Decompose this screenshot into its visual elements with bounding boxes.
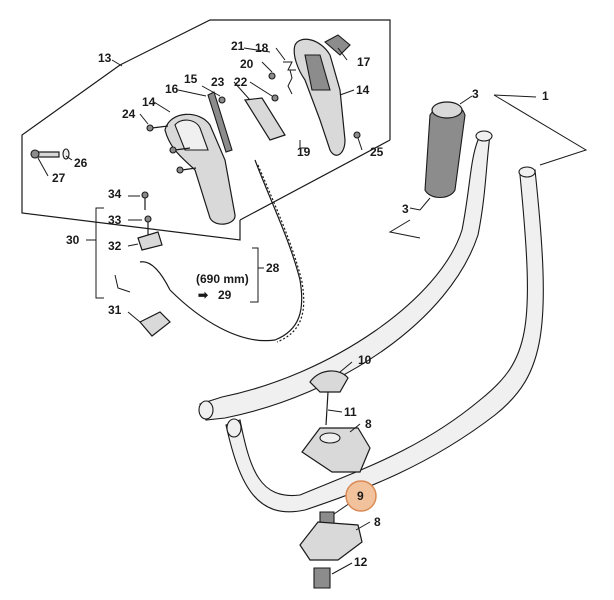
part-18-spring[interactable]	[287, 69, 293, 95]
part-15-pin[interactable]	[218, 96, 226, 104]
label-18[interactable]: 18	[255, 41, 269, 55]
label-15[interactable]: 15	[184, 72, 198, 86]
label-28[interactable]: 28	[266, 261, 280, 275]
label-30[interactable]: 30	[66, 233, 80, 247]
parts-31-34	[114, 191, 171, 337]
cable-end-wire	[114, 274, 131, 293]
label-11[interactable]: 11	[344, 405, 357, 419]
highlight-circle-part-9[interactable]	[345, 480, 377, 512]
control-handle-right-half[interactable]	[293, 38, 346, 156]
label-14-right[interactable]: 14	[356, 83, 370, 97]
part-number-labels: 13 1 3 3 21 18 20 15 23 22 16 14 24 17 1…	[52, 39, 549, 569]
label-8-upper[interactable]: 8	[365, 417, 372, 431]
part-8-clamp-lower[interactable]	[299, 521, 363, 561]
label-31[interactable]: 31	[108, 303, 122, 317]
leader-lines	[37, 47, 588, 575]
label-19[interactable]: 19	[297, 145, 311, 159]
label-10[interactable]: 10	[358, 353, 372, 367]
part-21-spring[interactable]	[283, 61, 296, 71]
part-20-pin[interactable]	[268, 72, 276, 80]
label-1[interactable]: 1	[542, 89, 549, 103]
part-8-clamp-upper[interactable]	[301, 427, 371, 473]
label-27[interactable]: 27	[52, 171, 66, 185]
part-12-spring[interactable]	[313, 567, 331, 589]
control-handle-left-half[interactable]	[164, 113, 236, 225]
label-33[interactable]: 33	[108, 213, 122, 227]
part-11-screw[interactable]	[325, 391, 329, 426]
throttle-cable[interactable]	[139, 159, 305, 343]
label-17[interactable]: 17	[357, 55, 371, 69]
clamp-lower-assembly	[299, 511, 363, 589]
label-24[interactable]: 24	[122, 107, 136, 121]
handle-tube[interactable]	[198, 130, 544, 513]
clamp-upper-assembly	[301, 370, 371, 473]
trigger-and-springs	[207, 34, 361, 153]
pin-27[interactable]	[30, 149, 60, 159]
part-23-trigger[interactable]	[243, 97, 286, 141]
part-16-lever[interactable]	[207, 91, 233, 153]
screws-24[interactable]	[146, 124, 197, 174]
part-31-clamp[interactable]	[139, 311, 171, 337]
bracket-30	[95, 207, 104, 299]
label-32[interactable]: 32	[108, 239, 122, 253]
part-25-screw[interactable]	[353, 131, 361, 139]
grip-sleeve[interactable]	[424, 101, 466, 199]
label-3-top[interactable]: 3	[472, 87, 479, 101]
label-14-left[interactable]: 14	[142, 95, 156, 109]
label-23[interactable]: 23	[211, 75, 225, 89]
cable-length-note: (690 mm)	[196, 272, 249, 286]
label-21[interactable]: 21	[231, 39, 245, 53]
label-16[interactable]: 16	[165, 82, 179, 96]
label-12[interactable]: 12	[354, 555, 368, 569]
label-26[interactable]: 26	[74, 156, 88, 170]
label-9[interactable]: 9	[357, 489, 364, 503]
arrow-icon: ➡	[198, 288, 209, 302]
part-10-star-knob[interactable]	[309, 370, 349, 393]
label-8-lower[interactable]: 8	[374, 515, 381, 529]
part-22-pin[interactable]	[271, 94, 279, 102]
label-29[interactable]: 29	[218, 288, 232, 302]
label-13[interactable]: 13	[98, 51, 112, 65]
label-22[interactable]: 22	[234, 75, 248, 89]
label-20[interactable]: 20	[240, 57, 254, 71]
label-25[interactable]: 25	[370, 145, 384, 159]
group-13-outline	[21, 19, 391, 241]
part-32-bracket[interactable]	[137, 231, 163, 251]
part-17-cap[interactable]	[324, 34, 351, 56]
label-34[interactable]: 34	[108, 187, 122, 201]
label-3-side[interactable]: 3	[402, 202, 409, 216]
